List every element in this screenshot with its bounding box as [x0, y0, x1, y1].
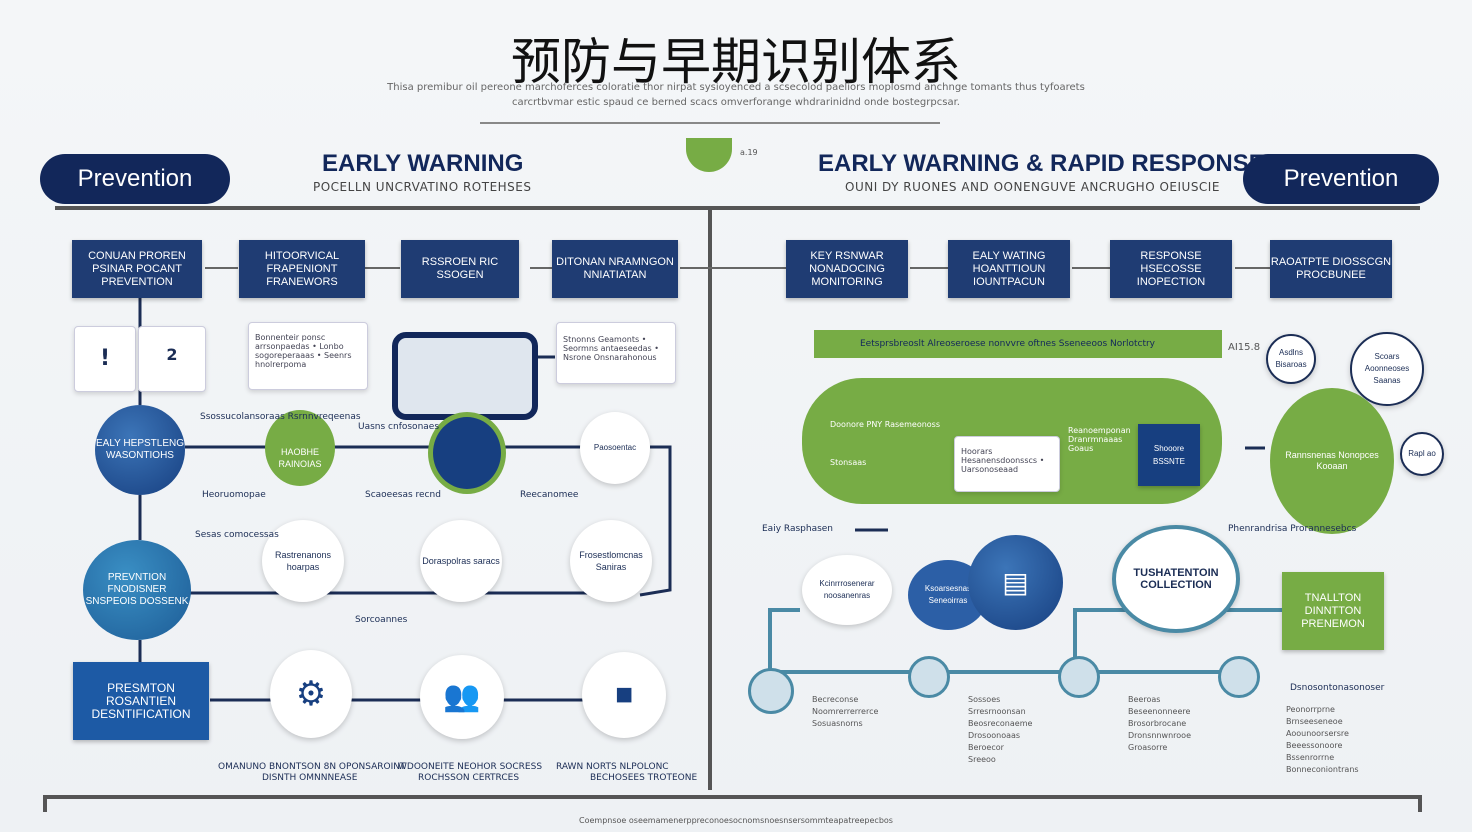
footer-left-2b: ROCHSSON CERTRCES	[418, 773, 520, 783]
list-2: Sossoes Srresrnoonsan Beosreconaeme Dros…	[968, 694, 1032, 766]
list-3: Beeroas Beseenonneere Brosorbrocane Dron…	[1128, 694, 1191, 754]
title-divider	[480, 122, 940, 124]
note-4: Scaoeesas recnd	[365, 490, 441, 500]
circle-white-mid-3[interactable]: Frosestlomcnas Saniras	[570, 520, 652, 602]
list-1: Becreconse Noomrerrerrerce Sosuasnorns	[812, 694, 878, 730]
left-bubble[interactable]: Kcinrrrosenerar noosanenras	[802, 555, 892, 625]
subtitle-line-2: carcrtbvmar estic spaud ce berned scacs …	[512, 97, 960, 108]
card-number-2: 2	[138, 326, 206, 392]
footer-left-2a: WDOONEITE NEOHOR SOCRESS	[398, 762, 543, 772]
note-2: Uasns cnfosonaes	[358, 422, 440, 432]
list-2-item: Drosoonoaas	[968, 731, 1021, 740]
gear-icon: ⚙	[270, 650, 352, 738]
left-info-card-2: Stnonns Geamonts • Seormns antaeseedas •…	[556, 322, 676, 384]
list-3-item: Beseenonneere	[1128, 707, 1191, 716]
left-box-2[interactable]: HITOORVICAL FRAPENIONT FRANEWORS	[239, 240, 365, 298]
cloud-right-text: Reanoemponan Dranrmnaaas Goaus	[1068, 426, 1131, 453]
right-heading-sub: OUNI DY RUONES AND OONENGUVE ANCRUGHO OE…	[845, 180, 1220, 194]
stone-icon: ■	[582, 652, 666, 738]
center-tag: a.19	[740, 148, 758, 157]
prevention-pill-right[interactable]: Prevention	[1243, 154, 1439, 204]
node-icon-1	[748, 668, 794, 714]
list-4-item: Beeessonoore	[1286, 741, 1343, 750]
right-box-3[interactable]: RESPONSE HSECOSSE INOPECTION	[1110, 240, 1232, 298]
cloud-item-2: Stonsaas	[830, 458, 867, 467]
shield-box[interactable]: Shooore BSSNTE	[1138, 424, 1200, 486]
prevention-pill-left[interactable]: Prevention	[40, 154, 230, 204]
list-1-item: Noomrerrerrerce	[812, 707, 879, 716]
card-number-1: !	[74, 326, 136, 392]
banner-tag: AI15.8	[1228, 342, 1261, 353]
subtitle-line-1: Thisa premibur oil pereone marchoferces …	[387, 82, 1085, 93]
footer-caption: Coempnsoe oseemamenerppreconoesocnomsnoe…	[579, 816, 893, 825]
left-box-3[interactable]: RSSROEN RIC SSOGEN	[401, 240, 519, 298]
page-title: 预防与早期识别体系	[511, 33, 961, 91]
balloon-text: Rannsnenas Nonopces Kooaan	[1285, 450, 1379, 471]
flower-icon	[428, 412, 506, 494]
left-box-1[interactable]: CONUAN PROREN PSINAR POCANT PREVENTION	[72, 240, 202, 298]
note-7: Sorcoannes	[355, 615, 408, 625]
circle-early-warning[interactable]: EALY HEPSTLENG WASONTIOHS	[95, 405, 185, 495]
footer-left-3b: BECHOSEES TROTEONE	[590, 773, 698, 783]
note-5: Reecanomee	[520, 490, 579, 500]
list-2-item: Srresrnoonsan	[968, 707, 1026, 716]
left-heading-sub: POCELLN UNCRVATINO ROTEHSES	[313, 180, 532, 194]
circle-prevention[interactable]: PREVNTION FNODISNER SNSPEOIS DOSSENK	[83, 540, 191, 640]
document-stack-icon: ▤	[968, 535, 1063, 630]
cloud-card: Hoorars Hesanensdoonsscs • Uarsonoseaad	[954, 436, 1060, 492]
team-icon: 👥	[420, 655, 504, 739]
circle-white-top[interactable]: Paosoentac	[580, 412, 650, 484]
left-info-card-1: Bonnenteir ponsc arrsonpaedas • Lonbo so…	[248, 322, 368, 390]
footer-left-3a: RAWN NORTS NLPOLONC	[556, 762, 669, 772]
right-banner[interactable]: Eetsprsbreoslt Alreoseroese nonvvre oftn…	[814, 330, 1222, 358]
footer-left-1b: DISNTH OMNNNEASE	[262, 773, 358, 783]
right-heading: EARLY WARNING & RAPID RESPONSE	[818, 150, 1265, 177]
left-heading: EARLY WARNING	[322, 150, 524, 177]
right-box-4[interactable]: RAOATPTE DIOSSCGN PROCBUNEE	[1270, 240, 1392, 298]
green-box[interactable]: TNALLTON DINNTTON PRENEMON	[1282, 572, 1384, 650]
list-1-item: Becreconse	[812, 695, 859, 704]
note-6: Sesas comocessas	[195, 530, 279, 540]
small-ring-2[interactable]: Scoars Aoonneoses Saanas	[1350, 332, 1424, 406]
circle-green-left[interactable]: HAOBHE RAINOIAS	[265, 410, 335, 486]
circle-white-mid-2[interactable]: Doraspolras saracs	[420, 520, 502, 602]
right-box-2[interactable]: EALY WATING HOANTTIOUN IOUNTPACUN	[948, 240, 1070, 298]
small-ring-1[interactable]: Asdlns Bisaroas	[1266, 334, 1316, 384]
right-box-1[interactable]: KEY RSNWAR NONADOCING MONITORING	[786, 240, 908, 298]
cloud-item-1: Doonore PNY Rasemeonoss	[830, 420, 941, 429]
pheno-label: Phenrandrisa Prorannesebcs	[1228, 524, 1357, 534]
list-3-item: Groasorre	[1128, 743, 1168, 752]
small-ring-3[interactable]: Rapl ao	[1400, 432, 1444, 476]
node-icon-3	[1058, 656, 1100, 698]
footer-left-1a: OMANUNO BNONTSON 8N OPONSAROINT	[218, 762, 406, 772]
circle-white-top-text: Paosoentac	[593, 443, 637, 452]
list-2-item: Beosreconaeme	[968, 719, 1033, 728]
list-3-item: Brosorbrocane	[1128, 719, 1187, 728]
collection-cloud[interactable]: TUSHATENTOIN COLLECTION	[1112, 525, 1240, 633]
node-icon-2	[908, 656, 950, 698]
list-1-item: Sosuasnorns	[812, 719, 863, 728]
list-4-item: Bonneconiontrans	[1286, 765, 1359, 774]
list-4-item: Peonorrprne	[1286, 705, 1335, 714]
list-2-item: Sossoes	[968, 695, 1001, 704]
list-4-item: Bssenrorrne	[1286, 753, 1335, 762]
circle-white-mid-1[interactable]: Rastrenanons hoarpas	[262, 520, 344, 602]
list-2-item: Sreeoo	[968, 755, 996, 764]
left-bottom-box[interactable]: PRESMTON ROSANTIEN DESNTIFICATION	[73, 662, 209, 740]
left-box-4[interactable]: DITONAN NRAMNGON NNIATIATAN	[552, 240, 678, 298]
list-3-item: Dronsnnwnrooe	[1128, 731, 1191, 740]
right-caption: Dsnosontonasonoser	[1290, 683, 1385, 693]
note-3: Heoruomopae	[202, 490, 266, 500]
green-balloon[interactable]: Rannsnenas Nonopces Kooaan	[1270, 388, 1394, 534]
early-label: Eaiy Rasphasen	[762, 524, 834, 534]
list-2-item: Beroecor	[968, 743, 1004, 752]
list-4: Peonorrprne Brnseeseneoe Aoounoorsersre …	[1286, 704, 1359, 776]
list-4-item: Brnseeseneoe	[1286, 717, 1343, 726]
list-4-item: Aoounoorsersre	[1286, 729, 1349, 738]
monitor-image	[392, 332, 538, 420]
note-1: Ssossucolansoraas Rsrnnvreqeenas	[200, 412, 361, 422]
node-icon-4	[1218, 656, 1260, 698]
list-3-item: Beeroas	[1128, 695, 1161, 704]
